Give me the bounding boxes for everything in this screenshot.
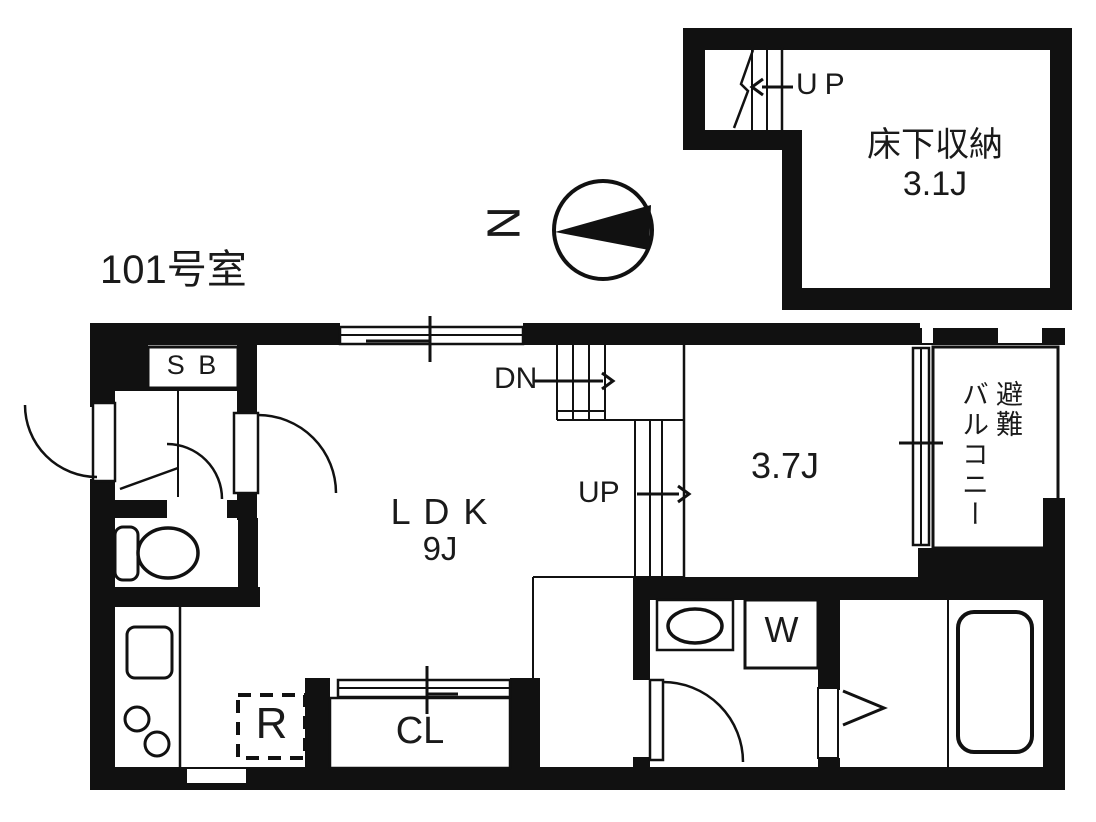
bath-door-jamb [817, 687, 839, 759]
storage-stairs-up-label: UP [796, 68, 852, 101]
hall-door-leaf [232, 411, 260, 495]
ldk-window [338, 316, 525, 362]
washer-space-outline [743, 598, 820, 670]
north-compass-icon [552, 179, 654, 281]
western-room-size: 3.7J [750, 445, 820, 486]
ldk-size: 9J [422, 530, 458, 567]
storage-room-size: 3.1J [902, 165, 968, 203]
washer-label: W [764, 609, 799, 650]
toilet-icon [113, 525, 200, 582]
balcony-outline [931, 345, 1060, 550]
bathroom-area [817, 600, 1034, 767]
unit-title: 101号室 [100, 248, 247, 292]
stairs-down-label: DN [494, 362, 538, 395]
washroom-door-arc [662, 680, 745, 763]
ldk-label: L D K [390, 491, 490, 532]
main-unit-walls [90, 323, 1065, 790]
burner-icon [123, 705, 151, 733]
kitchen-area [123, 607, 307, 767]
toilet-door-arc [166, 442, 224, 500]
bathtub-icon [956, 610, 1034, 754]
refrigerator-label: R [255, 699, 288, 748]
shoe-box-outline [146, 345, 240, 390]
stairs-up-label: UP [578, 476, 620, 509]
bath-folding-door-icon [842, 689, 888, 727]
interior-walls [90, 345, 1065, 768]
bedroom-window [899, 346, 943, 547]
refrigerator-space-outline [236, 693, 307, 760]
balcony-label-line2: バルコニー [958, 380, 988, 530]
shoe-box-label: S B [166, 350, 220, 380]
washbasin-icon [666, 607, 724, 645]
storage-unit-walls [683, 28, 1072, 310]
north-label: N [477, 206, 530, 240]
closet-label: CL [395, 710, 445, 752]
burner-icon [143, 730, 171, 758]
entrance-area [23, 345, 338, 500]
balcony-label-line1: 避難 [992, 380, 1022, 440]
hall-door-arc [257, 413, 338, 494]
stairs-up [634, 345, 692, 577]
entrance-door-arc [23, 404, 98, 479]
closet-area [328, 666, 512, 770]
sink-icon [125, 625, 174, 680]
storage-stairs-icon [732, 48, 793, 130]
under-stair-edge [532, 576, 684, 678]
storage-room-label: 床下収納 [867, 126, 1003, 164]
washroom-area [648, 598, 820, 763]
washroom-door-leaf [648, 678, 665, 762]
entrance-door-leaf [91, 401, 117, 483]
